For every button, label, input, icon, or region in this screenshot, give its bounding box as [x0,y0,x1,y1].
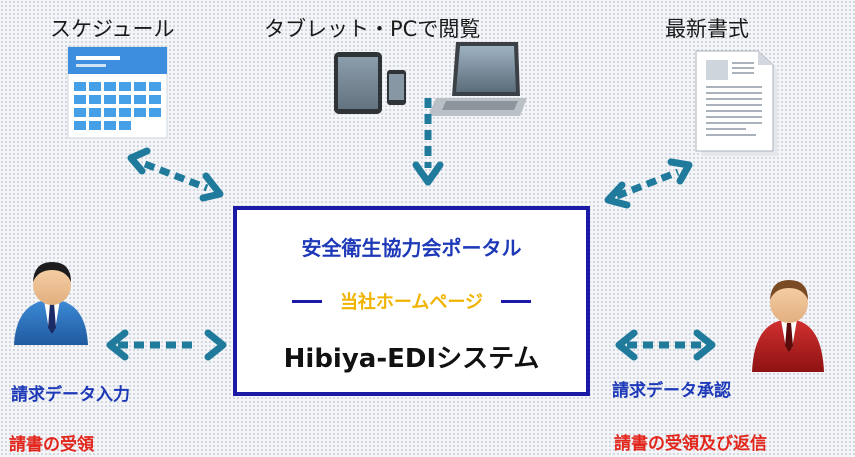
devices-icon [334,42,527,116]
document-icon [695,50,778,156]
left-user-receipt: 請書の受領 [9,435,94,455]
portal-title: 安全衛生協力会ポータル [301,236,522,260]
home-page-row: 当社ホームページ [237,288,586,314]
right-user-receipt: 請書の受領及び返信 [614,434,767,454]
person-right-icon [752,280,824,372]
tablet-pc-label: タブレット・PCで閲覧 [264,17,481,41]
system-name: Hibiya-EDIシステム [283,344,540,374]
calendar-icon [67,46,168,139]
arrow-schedule [143,160,209,192]
divider-left [291,299,322,303]
divider-right [501,299,532,303]
latest-forms-label: 最新書式 [665,17,749,41]
schedule-label: スケジュール [50,17,175,41]
right-user-action: 請求データ承認 [612,381,731,401]
arrow-forms [615,168,680,200]
portal-box: 安全衛生協力会ポータル 当社ホームページ Hibiya-EDIシステム [233,206,590,396]
home-page-label: 当社ホームページ [339,292,484,313]
left-user-action: 請求データ入力 [11,385,130,405]
person-left-icon [14,262,88,345]
